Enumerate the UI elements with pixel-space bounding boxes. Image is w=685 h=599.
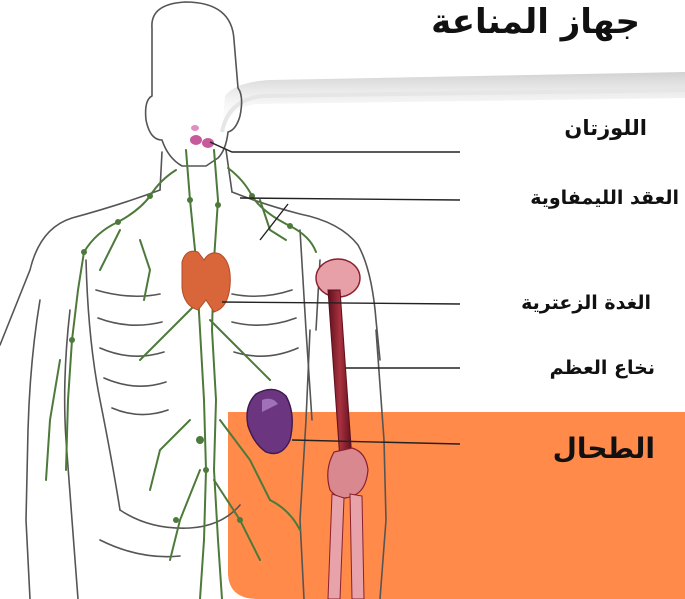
page-title: جهاز المناعة: [431, 2, 640, 42]
tonsils-organ: [190, 125, 214, 148]
label-bone-marrow: نخاع العظم: [550, 357, 655, 379]
label-tonsils: اللوزتان: [564, 116, 647, 140]
leader-thymus: [222, 302, 460, 304]
leader-lymph-nodes: [240, 198, 460, 200]
label-thymus: الغدة الزعترية: [521, 292, 651, 314]
label-spleen: الطحال: [553, 432, 655, 465]
leader-tonsils: [210, 142, 460, 152]
label-lymph-nodes: العقد الليمفاوية: [530, 187, 679, 209]
thymus-organ: [182, 251, 230, 312]
